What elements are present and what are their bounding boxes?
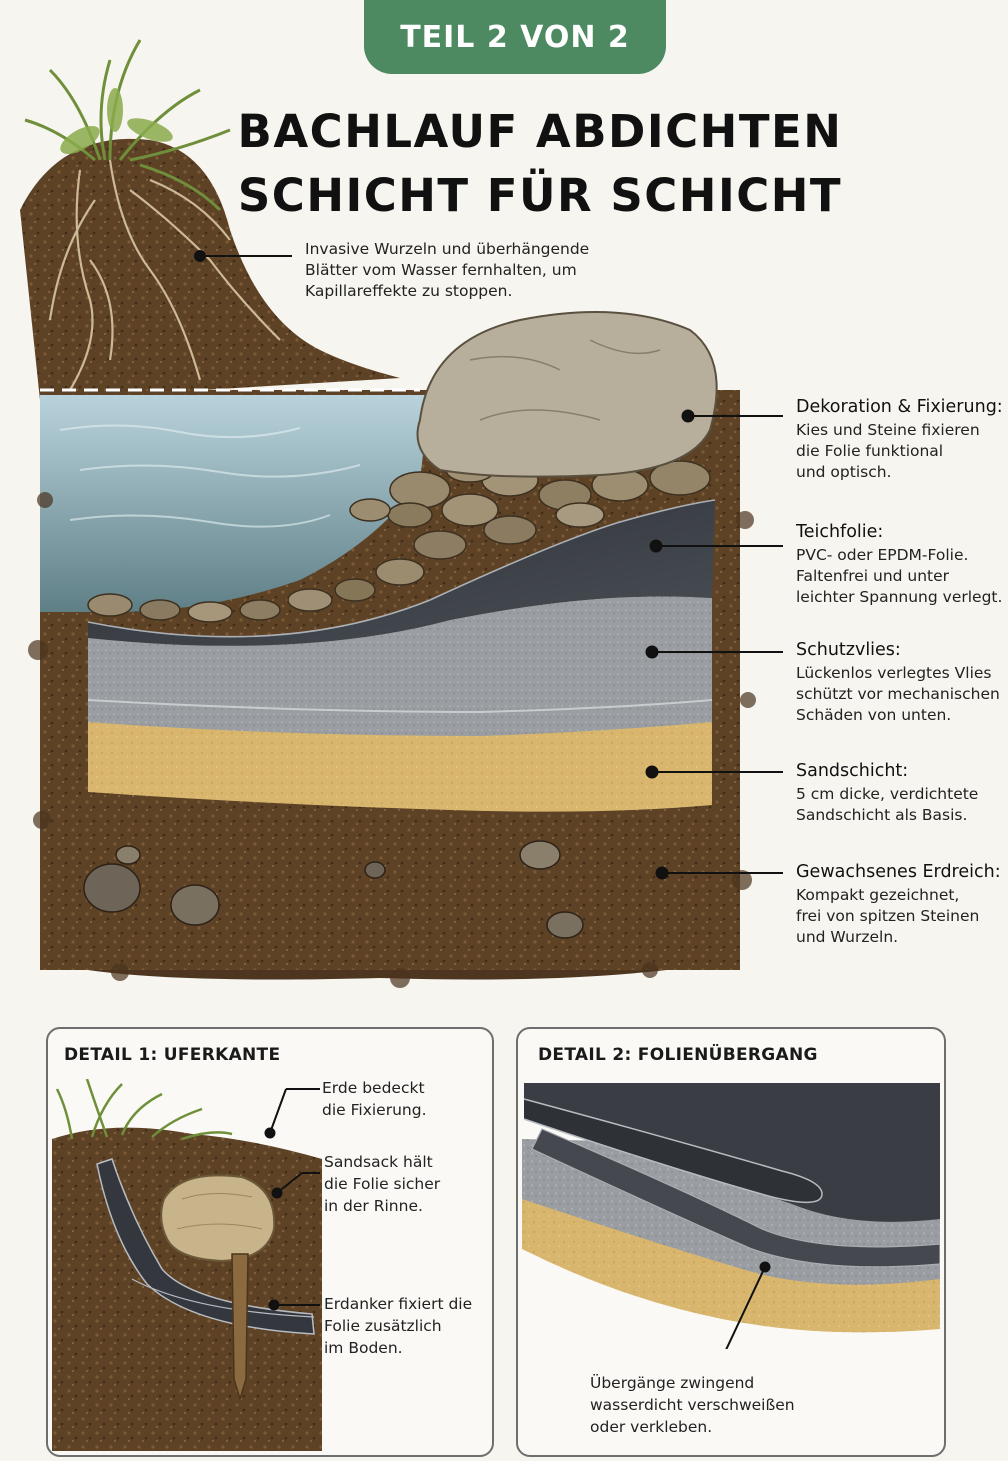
detail-1-title: DETAIL 1: UFERKANTE [64, 1045, 281, 1065]
earth-note-line: Erde bedeckt [322, 1079, 425, 1097]
sandbag-note-line: in der Rinne. [324, 1197, 423, 1215]
seam-note-line: Übergänge zwingend [590, 1374, 755, 1392]
soil-stones [83, 840, 584, 939]
boulder [416, 311, 718, 478]
soil-line: Kompakt gezeichnet, [796, 886, 960, 904]
leader-lines [194, 250, 783, 880]
sandbag-note-line: die Folie sicher [324, 1175, 441, 1193]
soil-line: frei von spitzen Steinen [796, 907, 980, 925]
anchor-note-line: Folie zusätzlich [324, 1317, 442, 1335]
sand-layer [88, 720, 712, 812]
soil-heading: Gewachsenes Erdreich: [796, 862, 1001, 882]
detail-2-liner-top [524, 1083, 940, 1222]
decoration-line: Kies und Steine fixieren [796, 421, 980, 439]
ground-anchor [231, 1253, 249, 1402]
roots [48, 159, 281, 391]
detail-1-liner [96, 1158, 315, 1335]
detail-1-illustration [52, 1079, 322, 1451]
detail-2-title: DETAIL 2: FOLIENÜBERGANG [538, 1045, 818, 1065]
detail-2-panel: DETAIL 2: FOLIENÜBERGANG Übergänge zwing… [516, 1027, 946, 1457]
roots-note: Invasive Wurzeln und überhängende Blätte… [305, 239, 589, 302]
decoration-note: Dekoration & Fixierung: Kies und Steine … [796, 394, 1003, 483]
liner-line: leichter Spannung verlegt. [796, 588, 1003, 606]
decoration-line: die Folie funktional [796, 442, 944, 460]
title-line-1: BACHLAUF ABDICHTEN [237, 105, 843, 158]
liner-line: PVC- oder EPDM-Folie. [796, 546, 969, 564]
detail-1-panel: DETAIL 1: UFERKANTE Erde bedeckt die Fix… [46, 1027, 494, 1457]
liner-note: Teichfolie: PVC- oder EPDM-Folie. Falten… [796, 519, 1002, 608]
earth-note: Erde bedeckt die Fixierung. [322, 1077, 427, 1121]
bank-hill [20, 138, 400, 400]
seam-note: Übergänge zwingend wasserdicht verschwei… [590, 1372, 795, 1438]
soil-line: und Wurzeln. [796, 928, 899, 946]
roots-note-line: Invasive Wurzeln und überhängende [305, 240, 590, 258]
fleece-heading: Schutzvlies: [796, 640, 901, 660]
pebbles [87, 457, 711, 623]
roots-note-line: Blätter vom Wasser fernhalten, um [305, 261, 577, 279]
pond-liner [88, 500, 715, 646]
detail-2-illustration [522, 1083, 940, 1349]
fleece-line: Lückenlos verlegtes Vlies [796, 664, 992, 682]
water [40, 395, 430, 613]
sandbag-note: Sandsack hält die Folie sicher in der Ri… [324, 1151, 440, 1217]
detail-2-fold [523, 1098, 823, 1203]
fleece-layer [88, 596, 712, 736]
sandbag-note-line: Sandsack hält [324, 1153, 433, 1171]
decoration-heading: Dekoration & Fixierung: [796, 397, 1003, 417]
earth-note-line: die Fixierung. [322, 1101, 427, 1119]
seam-note-line: oder verkleben. [590, 1418, 713, 1436]
liner-line: Faltenfrei und unter [796, 567, 950, 585]
fleece-note: Schutzvlies: Lückenlos verlegtes Vlies s… [796, 637, 1000, 726]
fleece-line: schützt vor mechanischen [796, 685, 1000, 703]
anchor-note: Erdanker fixiert die Folie zusätzlich im… [324, 1293, 472, 1359]
title-line-2: SCHICHT FÜR SCHICHT [237, 169, 843, 222]
anchor-note-line: Erdanker fixiert die [324, 1295, 473, 1313]
sand-line: Sandschicht als Basis. [796, 806, 968, 824]
sand-note: Sandschicht: 5 cm dicke, verdichtete San… [796, 758, 978, 826]
page-title: BACHLAUF ABDICHTEN SCHICHT FÜR SCHICHT [230, 100, 850, 228]
roots-note-line: Kapillareffekte zu stoppen. [305, 282, 513, 300]
detail-2-liner-bottom [531, 1128, 940, 1268]
anchor-note-line: im Boden. [324, 1339, 403, 1357]
sandbag [160, 1174, 276, 1263]
fleece-line: Schäden von unten. [796, 706, 952, 724]
sand-line: 5 cm dicke, verdichtete [796, 785, 979, 803]
soil-note: Gewachsenes Erdreich: Kompakt gezeichnet… [796, 859, 1001, 948]
part-badge: TEIL 2 VON 2 [364, 0, 666, 74]
decoration-line: und optisch. [796, 463, 892, 481]
sand-heading: Sandschicht: [796, 761, 909, 781]
liner-heading: Teichfolie: [796, 522, 884, 542]
seam-note-line: wasserdicht verschweißen [590, 1396, 795, 1414]
